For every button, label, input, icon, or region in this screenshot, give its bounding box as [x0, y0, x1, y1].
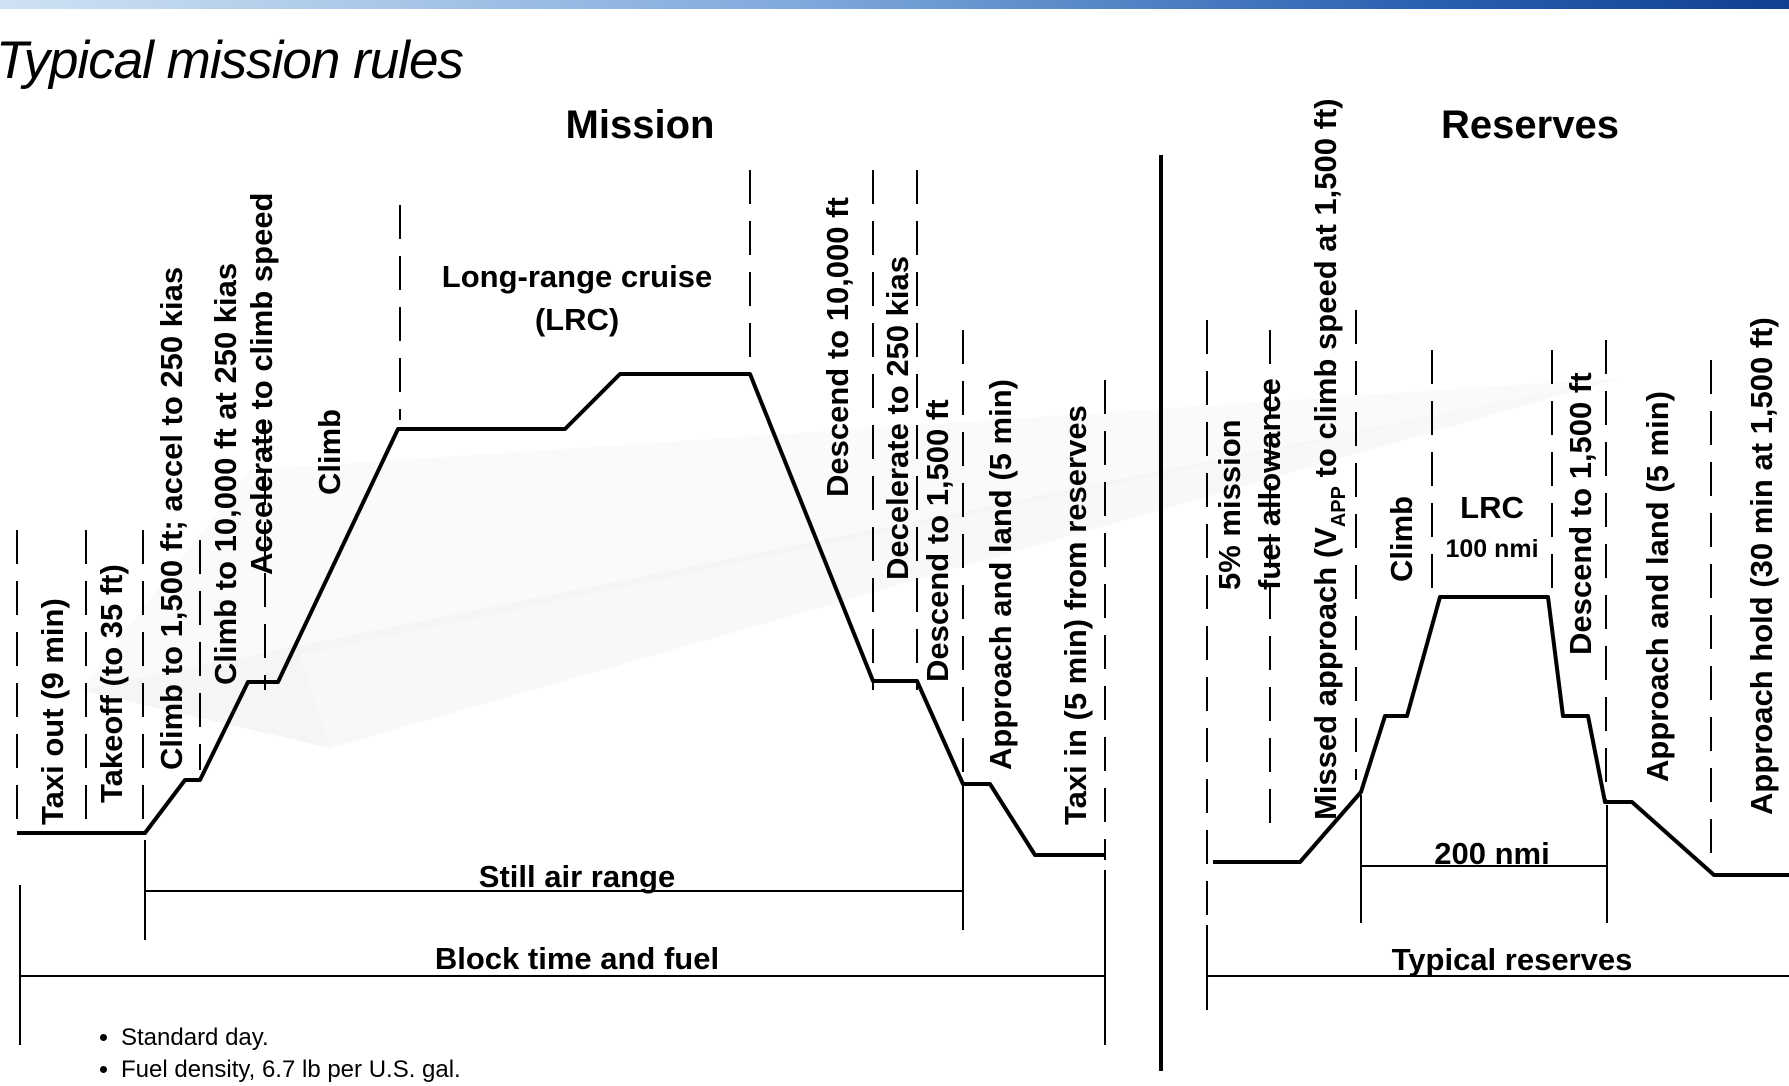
phase-accelerate: Accelerate to climb speed — [244, 193, 279, 576]
reserves-phase-separators — [1206, 310, 1712, 1010]
phase-reserves-approach-land: Approach and land (5 min) — [1640, 391, 1675, 782]
note-standard-day: Standard day. — [121, 1022, 461, 1054]
mission-header: Mission — [566, 103, 715, 147]
phase-lrc-abbrev: (LRC) — [535, 302, 619, 337]
mission-flight-profile — [17, 372, 1105, 857]
phase-taxi-in: Taxi in (5 min) from reserves — [1058, 405, 1093, 825]
note-fuel-density: Fuel density, 6.7 lb per U.S. gal. — [121, 1054, 461, 1086]
phase-takeoff: Takeoff (to 35 ft) — [94, 564, 129, 803]
reserves-flight-profile — [1213, 595, 1789, 877]
phase-missed-approach: Missed approach (VAPP to climb speed at … — [1308, 98, 1350, 820]
reserves-distance-label: 200 nmi — [1434, 836, 1549, 871]
phase-descend-1500: Descend to 1,500 ft — [920, 399, 955, 682]
typical-reserves-label: Typical reserves — [1392, 942, 1633, 977]
phase-taxi-out: Taxi out (9 min) — [35, 598, 70, 825]
phase-reserves-climb: Climb — [1384, 496, 1419, 582]
phase-reserves-lrc: LRC — [1460, 490, 1524, 525]
phase-decelerate: Decelerate to 250 kias — [880, 256, 915, 580]
phase-climb-1500: Climb to 1,500 ft; accel to 250 kias — [154, 267, 189, 770]
phase-descend-10000: Descend to 10,000 ft — [820, 197, 855, 497]
phase-approach-land: Approach and land (5 min) — [983, 379, 1018, 770]
still-air-range-label: Still air range — [479, 859, 675, 894]
svg-text:5% mission: 5% mission — [1212, 419, 1247, 590]
block-time-label: Block time and fuel — [435, 941, 719, 976]
svg-text:fuel allowance: fuel allowance — [1252, 378, 1287, 590]
slide-title: Typical mission rules — [0, 31, 464, 90]
assumption-notes: Standard day. Fuel density, 6.7 lb per U… — [95, 1022, 461, 1086]
phase-reserves-lrc-distance: 100 nmi — [1445, 535, 1538, 563]
phase-fuel-allowance: 5% mission fuel allowance — [1212, 378, 1287, 590]
phase-long-range-cruise: Long-range cruise — [442, 259, 712, 294]
reserves-header: Reserves — [1441, 103, 1619, 147]
phase-climb: Climb — [312, 409, 347, 495]
phase-approach-hold: Approach hold (30 min at 1,500 ft) — [1744, 317, 1779, 815]
paper-airplane-watermark — [80, 378, 1620, 748]
mission-phase-separators — [16, 170, 1106, 860]
phase-climb-10000: Climb to 10,000 ft at 250 kias — [208, 263, 243, 685]
title-accent-band — [0, 0, 1789, 9]
phase-reserves-descend: Descend to 1,500 ft — [1563, 372, 1598, 655]
